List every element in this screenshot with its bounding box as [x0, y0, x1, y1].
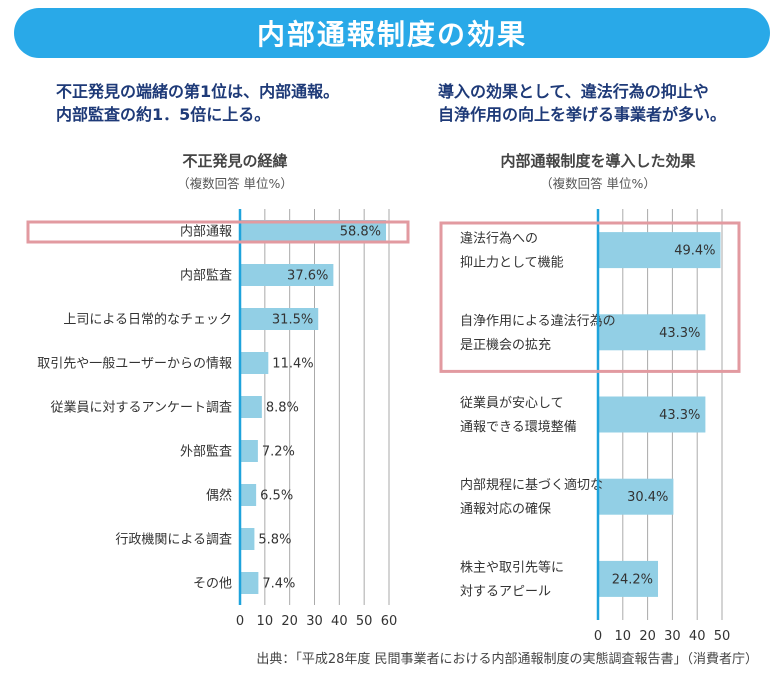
category-label: 抑止力として機能 [460, 256, 564, 271]
tick-label: 20 [639, 629, 656, 644]
tick-label: 40 [331, 614, 348, 629]
data-label: 6.5% [260, 489, 293, 504]
data-label: 37.6% [287, 269, 328, 284]
tick-label: 60 [381, 614, 398, 629]
bar [598, 478, 674, 515]
chart-subtitle-fraud-discovery: （複数回答 単位%） [177, 176, 293, 191]
data-label: 8.8% [266, 401, 299, 416]
data-label: 5.8% [258, 533, 291, 548]
category-label: 自浄作用による違法行為の [460, 313, 616, 329]
headline-left-line-2: 内部監査の約1．5倍に上る。 [56, 105, 271, 124]
data-label: 43.3% [659, 408, 700, 423]
data-label: 7.2% [262, 445, 295, 460]
tick-label: 30 [664, 629, 681, 644]
bar [240, 352, 269, 374]
chart-title-system-effects: 内部通報制度を導入した効果 [500, 152, 696, 170]
category-label: 是正機会の拡充 [460, 337, 551, 353]
category-label: 取引先や一般ユーザーからの情報 [37, 356, 232, 372]
bar [240, 220, 387, 242]
page-title: 内部通報制度の効果 [256, 18, 527, 51]
tick-label: 10 [615, 629, 632, 644]
category-label: 対するアピール [460, 584, 551, 599]
highlight-box [26, 220, 410, 244]
bar [240, 572, 259, 594]
headline-left: 不正発見の端緒の第1位は、内部通報。 内部監査の約1．5倍に上る。 [56, 80, 339, 126]
data-label: 31.5% [272, 313, 313, 328]
headline-left-line-1: 不正発見の端緒の第1位は、内部通報。 [56, 82, 340, 101]
tick-label: 50 [356, 614, 373, 629]
data-label: 30.4% [627, 490, 668, 505]
tick-label: 20 [281, 614, 298, 629]
category-label: 違法行為への [460, 231, 538, 247]
category-label: 通報対応の確保 [460, 501, 551, 517]
headline-right-line-1: 導入の効果として、違法行為の抑止や [438, 82, 709, 101]
headline-right: 導入の効果として、違法行為の抑止や 自浄作用の向上を挙げる事業者が多い。 [438, 80, 726, 126]
category-label: その他 [193, 577, 232, 592]
tick-label: 0 [236, 614, 244, 629]
category-label: 株主や取引先等に [460, 559, 564, 575]
category-label: 従業員に対するアンケート調査 [51, 400, 232, 416]
tick-label: 30 [306, 614, 323, 629]
bar [240, 308, 319, 330]
bar [240, 264, 334, 286]
data-label: 11.4% [272, 357, 313, 372]
category-label: 内部規程に基づく適切な [460, 477, 603, 493]
category-label: 上司による日常的なチェック [63, 312, 232, 328]
bar [240, 528, 255, 550]
bar [240, 484, 257, 506]
category-label: 行政機関による調査 [115, 533, 232, 548]
category-label: 偶然 [206, 488, 232, 504]
bar [240, 440, 258, 462]
bar [598, 396, 706, 433]
data-label: 58.8% [340, 225, 381, 240]
bar [598, 560, 659, 597]
data-label: 7.4% [262, 577, 295, 592]
chart-subtitle-system-effects: （複数回答 単位%） [540, 176, 656, 191]
tick-label: 0 [594, 629, 602, 644]
data-label: 24.2% [612, 572, 653, 587]
highlight-box [439, 221, 741, 373]
chart-title-fraud-discovery: 不正発見の経緯 [182, 152, 288, 170]
headline-right-line-2: 自浄作用の向上を挙げる事業者が多い。 [438, 105, 727, 124]
tick-label: 50 [714, 629, 731, 644]
data-label: 49.4% [674, 244, 715, 259]
category-label: 従業員が安心して [460, 395, 564, 411]
tick-label: 40 [689, 629, 706, 644]
data-label: 43.3% [659, 326, 700, 341]
bar [240, 396, 262, 418]
bar [598, 314, 706, 351]
category-label: 内部監査 [180, 268, 232, 284]
category-label: 通報できる環境整備 [460, 419, 577, 435]
category-label: 内部通報 [180, 224, 232, 240]
category-label: 外部監査 [180, 444, 232, 460]
bar [598, 232, 721, 269]
title-banner: 内部通報制度の効果 [14, 8, 770, 58]
tick-label: 10 [257, 614, 274, 629]
source-citation: 出典：「平成28年度 民間事業者における内部通報制度の実態調査報告書」（消費者庁… [256, 652, 758, 667]
